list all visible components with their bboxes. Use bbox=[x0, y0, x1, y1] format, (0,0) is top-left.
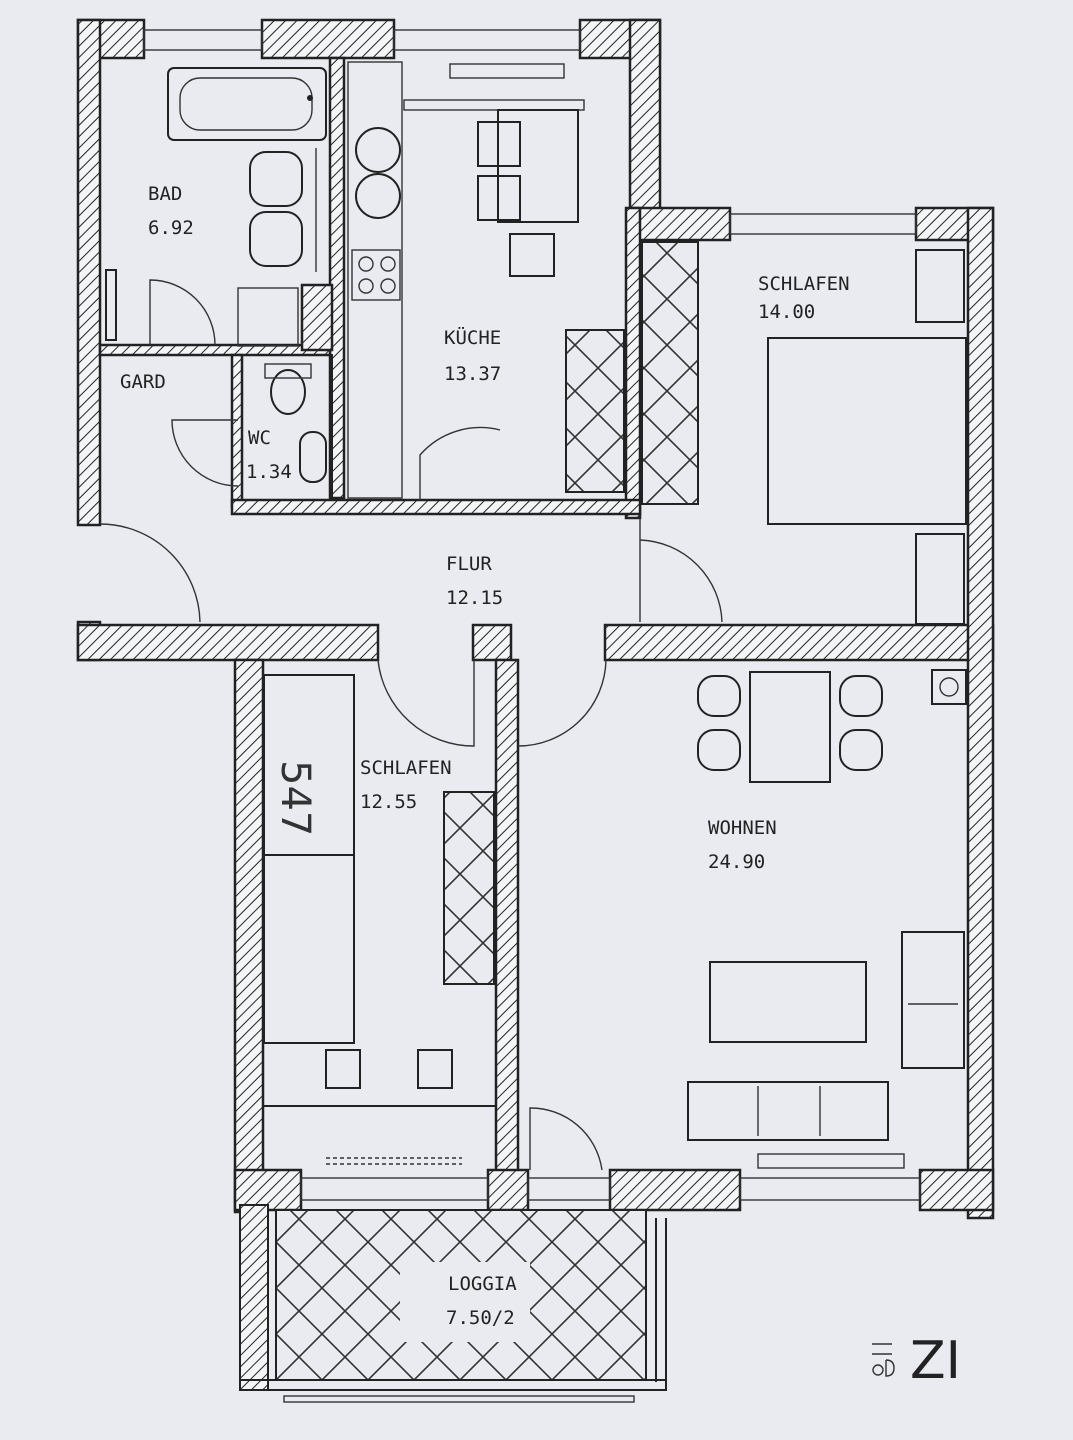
bad-fixtures bbox=[105, 67, 327, 347]
wall-bottom-right-a bbox=[608, 1168, 742, 1212]
window-schlafen1 bbox=[729, 213, 917, 235]
door-wc bbox=[171, 419, 239, 487]
wohnen-fixtures bbox=[529, 669, 967, 1171]
wall-kueche-right bbox=[628, 18, 662, 212]
label-schlafen1-area: 14.00 bbox=[758, 301, 815, 323]
single-bed bbox=[263, 674, 355, 1044]
wall-kueche-schlafen bbox=[624, 206, 642, 520]
window-schlafen2 bbox=[300, 1177, 489, 1201]
door-entrance bbox=[99, 523, 201, 623]
label-wc-name: WC bbox=[248, 427, 271, 449]
wall-top-mid-a bbox=[260, 18, 396, 60]
wall-rooms-bottom bbox=[230, 498, 642, 516]
coffee-table bbox=[709, 961, 867, 1043]
wall-flur-bottom-left bbox=[76, 623, 380, 662]
handwriting: 547 bbox=[272, 760, 318, 836]
label-wohnen-name: WOHNEN bbox=[708, 817, 777, 839]
door-kueche bbox=[419, 426, 501, 500]
double-bed bbox=[767, 337, 967, 525]
wall-schlafen2-left bbox=[233, 658, 265, 1214]
label-flur-area: 12.15 bbox=[446, 587, 503, 609]
door-schlafen2 bbox=[377, 659, 475, 747]
schlafen1-fixtures bbox=[639, 241, 967, 625]
kueche-fixtures bbox=[347, 61, 625, 500]
loggia bbox=[239, 1204, 667, 1403]
room-labels: BAD 6.92 KÜCHE 13.37 SCHLAFEN 14.00 GARD… bbox=[120, 183, 850, 1329]
wall-right bbox=[966, 206, 995, 1220]
door-wohnen bbox=[517, 659, 607, 747]
label-loggia-name: LOGGIA bbox=[448, 1273, 517, 1295]
wall-left-upper bbox=[76, 18, 102, 527]
stamp-text: ZI bbox=[910, 1331, 961, 1391]
flur-fixtures bbox=[99, 523, 607, 747]
sofa bbox=[687, 1081, 889, 1141]
door-bad bbox=[149, 279, 216, 346]
wall-shaft bbox=[300, 283, 334, 352]
label-schlafen1-name: SCHLAFEN bbox=[758, 273, 850, 295]
washbasin-2 bbox=[249, 211, 303, 267]
stamp: ZI bbox=[872, 1331, 961, 1391]
handwritten-number: 547 bbox=[272, 760, 318, 836]
wall-schlafen1-top bbox=[628, 206, 732, 242]
label-bad-name: BAD bbox=[148, 183, 182, 205]
nightstand-2 bbox=[915, 533, 965, 625]
wc-fixtures bbox=[171, 354, 333, 501]
label-schlafen2-name: SCHLAFEN bbox=[360, 757, 452, 779]
walls bbox=[76, 18, 995, 1220]
wall-schlafen2-right bbox=[494, 658, 520, 1214]
wall-bad-kueche bbox=[328, 56, 346, 500]
kueche-cabinet bbox=[565, 329, 625, 493]
washbasin-1 bbox=[249, 151, 303, 207]
label-wc-area: 1.34 bbox=[246, 461, 292, 483]
sink-2 bbox=[355, 173, 401, 219]
label-bad-area: 6.92 bbox=[148, 217, 194, 239]
wall-wc-left bbox=[230, 353, 244, 509]
toilet bbox=[270, 369, 306, 415]
label-kueche-area: 13.37 bbox=[444, 363, 501, 385]
label-loggia-area: 7.50/2 bbox=[446, 1307, 515, 1329]
door-schlafen1 bbox=[639, 539, 723, 623]
wc-basin bbox=[299, 431, 327, 483]
wall-bottom-right-b bbox=[918, 1168, 995, 1212]
wall-flur-bottom-right bbox=[603, 623, 995, 662]
wall-flur-bottom-mid bbox=[471, 623, 513, 662]
stove bbox=[351, 249, 401, 301]
label-gard-name: GARD bbox=[120, 371, 166, 393]
sink-1 bbox=[355, 127, 401, 173]
door-loggia-frame bbox=[527, 1177, 611, 1201]
nightstand-1 bbox=[915, 249, 965, 323]
wall-bottom-mid bbox=[486, 1168, 530, 1212]
door-loggia bbox=[529, 1107, 603, 1171]
bathtub bbox=[167, 67, 327, 141]
window-wohnen bbox=[739, 1177, 921, 1201]
window-bad bbox=[143, 29, 263, 51]
label-schlafen2-area: 12.55 bbox=[360, 791, 417, 813]
label-kueche-name: KÜCHE bbox=[444, 326, 501, 349]
schlafen2-fixtures bbox=[263, 674, 496, 1165]
label-wohnen-area: 24.90 bbox=[708, 851, 765, 873]
dining-table bbox=[749, 671, 831, 783]
window-kueche bbox=[393, 29, 581, 51]
armchair bbox=[901, 931, 965, 1069]
label-flur-name: FLUR bbox=[446, 553, 492, 575]
